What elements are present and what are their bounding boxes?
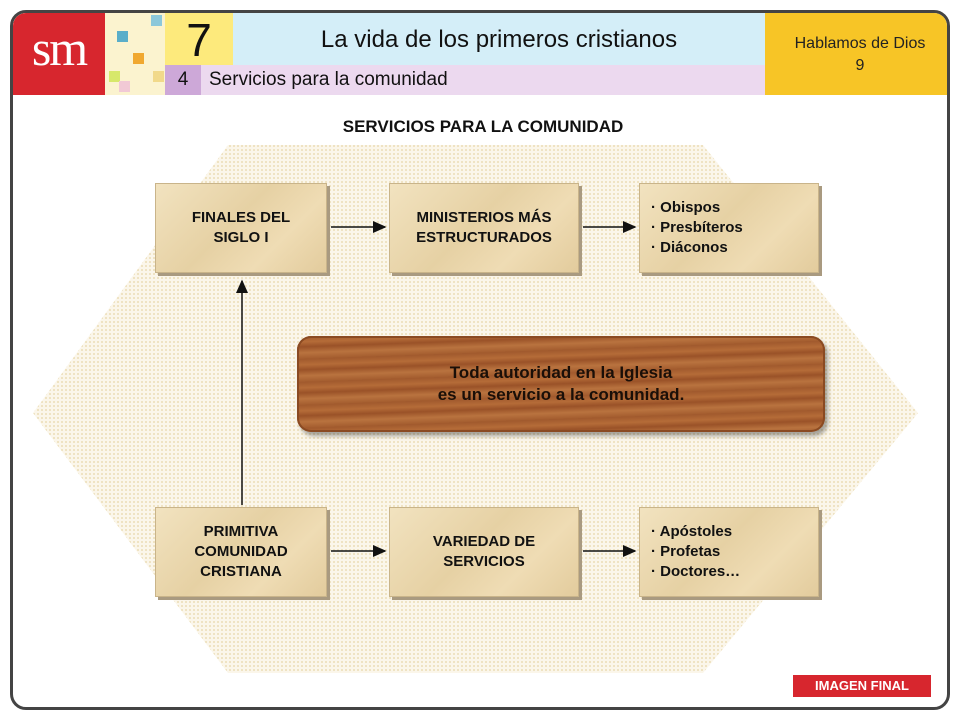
list-item: · Presbíteros: [651, 219, 743, 236]
box-line: PRIMITIVA: [203, 523, 279, 540]
decor-square: [109, 71, 120, 82]
decor-square: [151, 15, 162, 26]
box-line: FINALES DEL: [191, 209, 291, 226]
decor-square: [153, 71, 164, 82]
box-line: ESTRUCTURADOS: [416, 229, 552, 246]
box-line: SERVICIOS: [443, 553, 525, 570]
list-item: · Apóstoles: [651, 523, 733, 540]
message-line: Toda autoridad en la Iglesia: [449, 363, 673, 382]
message-line: es un servicio a la comunidad.: [437, 385, 685, 404]
unit-title: La vida de los primeros cristianos: [233, 13, 765, 65]
sm-logo: sm: [13, 13, 105, 95]
book-title: Hablamos de Dios: [794, 35, 926, 52]
central-message-plaque: Toda autoridad en la Iglesia es un servi…: [297, 336, 825, 432]
box-primitiva-comunidad: PRIMITIVA COMUNIDAD CRISTIANA: [155, 507, 327, 597]
decor-square: [119, 81, 130, 92]
imagen-final-tag: IMAGEN FINAL: [793, 675, 931, 697]
list-item: · Obispos: [651, 199, 721, 216]
book-label: Hablamos de Dios 9: [765, 13, 947, 95]
box-variedad-servicios: VARIEDAD DE SERVICIOS: [389, 507, 579, 597]
box-line: CRISTIANA: [200, 563, 282, 580]
unit-number: 7: [165, 13, 233, 66]
box-line: MINISTERIOS MÁS: [416, 209, 552, 226]
slide-frame: sm 7 La vida de los primeros cristianos …: [10, 10, 950, 710]
box-ministerios: MINISTERIOS MÁS ESTRUCTURADOS: [389, 183, 579, 273]
box-line: VARIEDAD DE: [432, 533, 536, 550]
list-item: · Doctores…: [651, 563, 741, 580]
box-services-list: · Apóstoles · Profetas · Doctores…: [639, 507, 819, 597]
box-line: COMUNIDAD: [194, 543, 288, 560]
list-item: · Profetas: [651, 543, 721, 560]
box-ministries-list: · Obispos · Presbíteros · Diáconos: [639, 183, 819, 273]
diagram-title: SERVICIOS PARA LA COMUNIDAD: [342, 117, 624, 136]
decor-square: [133, 53, 144, 64]
header-logo-area: sm: [13, 13, 175, 95]
book-number: 9: [855, 57, 865, 74]
list-item: · Diáconos: [651, 239, 728, 256]
section-number: 4: [165, 65, 201, 95]
box-line: SIGLO I: [213, 229, 269, 246]
decor-square: [117, 31, 128, 42]
box-finales-siglo: FINALES DEL SIGLO I: [155, 183, 327, 273]
section-title: Servicios para la comunidad: [201, 65, 765, 95]
